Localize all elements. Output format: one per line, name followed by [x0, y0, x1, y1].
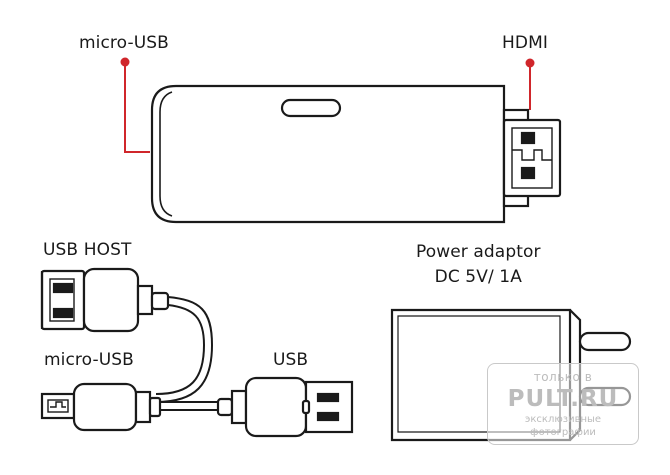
usb-label: USB	[273, 350, 309, 370]
micro-usb-connector	[40, 382, 162, 432]
hdmi-stick	[150, 84, 506, 224]
watermark: только в PULT.RU эксклюзивные фотографии	[487, 363, 639, 445]
micro-usb-callout-dot	[120, 57, 130, 67]
watermark-bottom-line1: эксклюзивные	[524, 414, 602, 425]
usb-host-label: USB HOST	[43, 240, 132, 260]
watermark-bottom-line2: фотографии	[530, 427, 596, 438]
watermark-brand: PULT.RU	[507, 386, 619, 412]
power-adaptor-label: Power adaptor DC 5V/ 1A	[416, 240, 541, 290]
plug-pin-top	[578, 331, 632, 352]
hdmi-callout-dot	[525, 58, 535, 68]
hdmi-plug	[502, 108, 562, 208]
hdmi-label: HDMI	[502, 33, 548, 53]
usb-a-connector	[216, 376, 354, 438]
micro-usb-label-top: micro-USB	[79, 33, 169, 53]
otg-cable	[155, 296, 226, 411]
power-adaptor-label-line2: DC 5V/ 1A	[434, 267, 522, 287]
micro-usb-label-bottom: micro-USB	[44, 350, 134, 370]
micro-usb-callout	[124, 63, 150, 153]
stick-slot	[280, 98, 342, 118]
usb-host-connector	[40, 267, 170, 333]
watermark-top-text: только в	[533, 370, 593, 384]
power-adaptor-label-line1: Power adaptor	[416, 242, 541, 262]
